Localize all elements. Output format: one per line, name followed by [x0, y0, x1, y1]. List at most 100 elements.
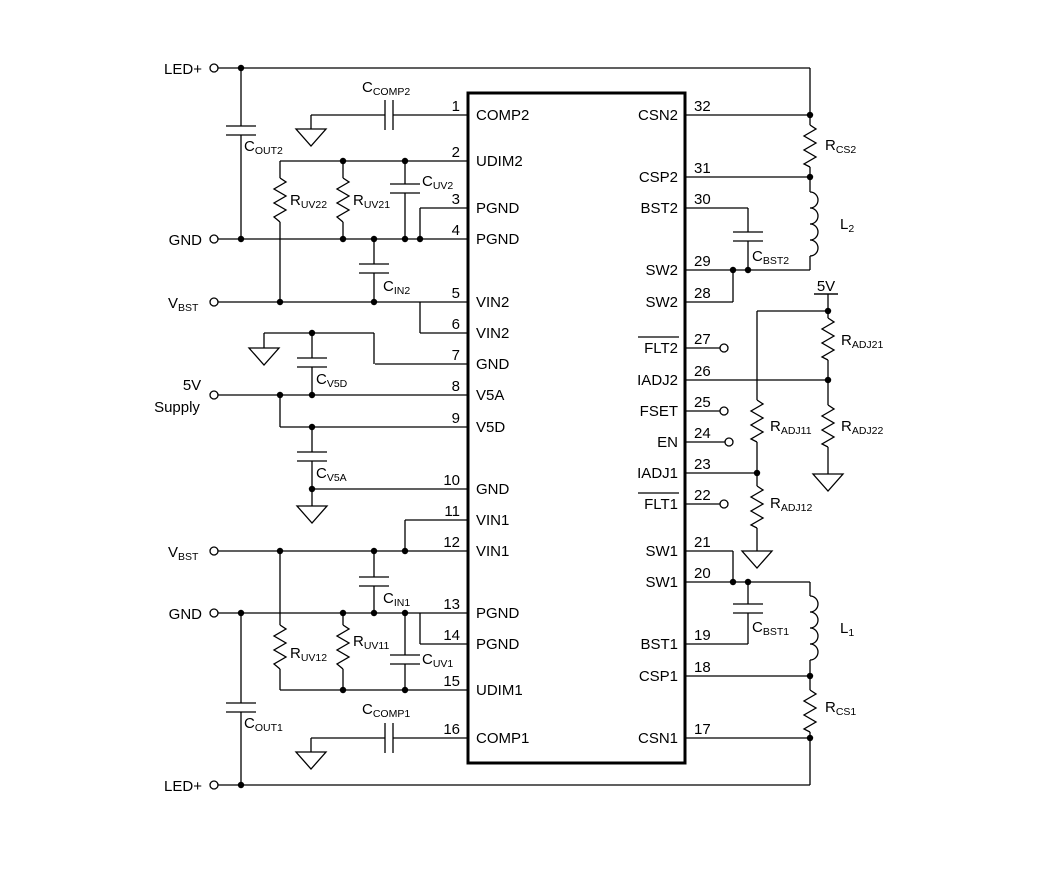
pin-name: CSN1: [638, 730, 678, 747]
cbst2-label: CBST2: [752, 248, 789, 267]
pin-name: VIN2: [476, 325, 509, 342]
pin-name: CSP1: [639, 668, 678, 685]
pin-name: UDIM1: [476, 682, 523, 699]
pin-number: 11: [444, 503, 460, 520]
pin-number: 12: [443, 534, 460, 551]
l2-label: L2: [840, 216, 854, 235]
rcs1-label: RCS1: [825, 699, 856, 718]
pin-name: VIN1: [476, 543, 509, 560]
pin-number: 13: [443, 596, 460, 613]
rcs2-zigzag: [802, 124, 818, 168]
radj22-zigzag: [820, 404, 836, 448]
pin-number: 19: [694, 627, 711, 644]
gnd-top-label: GND: [169, 232, 203, 249]
pin-name: PGND: [476, 231, 520, 248]
pin-name: IADJ1: [637, 465, 678, 482]
pin-name: SW2: [645, 294, 678, 311]
pin-number: 8: [452, 378, 460, 395]
cv5a-label: CV5A: [316, 465, 347, 484]
left-bottom-wiring: [218, 520, 810, 786]
pin-number: 4: [452, 222, 460, 239]
cuv2-label: CUV2: [422, 173, 453, 192]
ruv12-label: RUV12: [290, 645, 327, 664]
rcs2-label: RCS2: [825, 137, 856, 156]
supply-5v-label: 5V: [183, 377, 201, 394]
ground-icon: [295, 505, 329, 524]
pin-name: GND: [476, 356, 510, 373]
supply-label: Supply: [154, 399, 200, 416]
pin-number: 23: [694, 456, 711, 473]
pin-number: 15: [443, 673, 460, 690]
left-pins: 1 COMP2 2 UDIM2 3 PGND 4 PGND 5 VIN2 6 V…: [443, 98, 529, 747]
vbst-bottom-label: VBST: [168, 544, 199, 563]
pin-number: 7: [452, 347, 460, 364]
pin-number: 24: [694, 425, 711, 442]
pin-name: FSET: [640, 403, 678, 420]
pin-name: PGND: [476, 636, 520, 653]
component-labels: CCOMP2 COUT2 RUV22 RUV21 CUV2 CIN2 CV5D …: [244, 79, 884, 734]
left-top-wiring: [218, 67, 810, 506]
pin-number: 10: [443, 472, 460, 489]
pin-name: GND: [476, 481, 510, 498]
ruv22-label: RUV22: [290, 192, 327, 211]
resistor-symbols: [272, 124, 836, 733]
pin-name: CSN2: [638, 107, 678, 124]
pin-number: 20: [694, 565, 711, 582]
ic-body: [466, 91, 687, 765]
pin-name: UDIM2: [476, 153, 523, 170]
ruv11-zigzag: [335, 624, 351, 670]
pin-number: 16: [443, 721, 460, 738]
ground-icon: [294, 751, 328, 770]
right-pin-stubs: [685, 114, 828, 739]
pin-name: SW1: [645, 574, 678, 591]
ccomp1-label: CCOMP1: [362, 701, 410, 720]
cout2-label: COUT2: [244, 138, 283, 157]
pin-number: 26: [694, 363, 711, 380]
right-pins: 32 CSN2 31 CSP2 30 BST2 29 SW2 28 SW2 27…: [637, 98, 711, 747]
l1-coil: [809, 595, 819, 661]
pin-name: SW1: [645, 543, 678, 560]
cin2-label: CIN2: [383, 278, 410, 297]
pin-number: 18: [694, 659, 711, 676]
pin-number: 6: [452, 316, 460, 333]
radj21-label: RADJ21: [841, 332, 884, 351]
ruv21-label: RUV21: [353, 192, 390, 211]
l1-label: L1: [840, 620, 854, 639]
pin-number: 32: [694, 98, 711, 115]
ccomp2-label: CCOMP2: [362, 79, 410, 98]
radj11-label: RADJ11: [770, 418, 812, 437]
pin-name: FLT2: [644, 340, 678, 357]
pin-number: 30: [694, 191, 711, 208]
pin-name: V5A: [476, 387, 504, 404]
radj11-zigzag: [749, 399, 765, 443]
pin-name: PGND: [476, 605, 520, 622]
radj12-zigzag: [749, 485, 765, 529]
ground-icon: [294, 128, 328, 147]
pin-name: V5D: [476, 419, 505, 436]
pin-name: VIN2: [476, 294, 509, 311]
ruv12-zigzag: [272, 624, 288, 670]
ruv11-label: RUV11: [353, 633, 389, 652]
ground-icon: [811, 473, 845, 492]
pin-name: COMP1: [476, 730, 529, 747]
pin-number: 31: [694, 160, 711, 177]
left-pin-stubs: [340, 114, 468, 739]
pin-name: IADJ2: [637, 372, 678, 389]
radj21-zigzag: [820, 317, 836, 361]
cout1-label: COUT1: [244, 715, 283, 734]
ground-icon: [247, 347, 281, 366]
pin-number: 1: [452, 98, 460, 115]
capacitor-symbols: [226, 100, 763, 753]
cin1-label: CIN1: [383, 590, 410, 609]
pin-name: CSP2: [639, 169, 678, 186]
pin-number: 28: [694, 285, 711, 302]
ruv22-zigzag: [272, 177, 288, 223]
ruv21-zigzag: [335, 177, 351, 223]
pin-number: 5: [452, 285, 460, 302]
ground-icon: [740, 550, 774, 569]
rcs1-zigzag: [802, 689, 818, 733]
l2-coil: [809, 191, 819, 257]
pin-number: 22: [694, 487, 711, 504]
inductor-symbols: [809, 191, 819, 661]
